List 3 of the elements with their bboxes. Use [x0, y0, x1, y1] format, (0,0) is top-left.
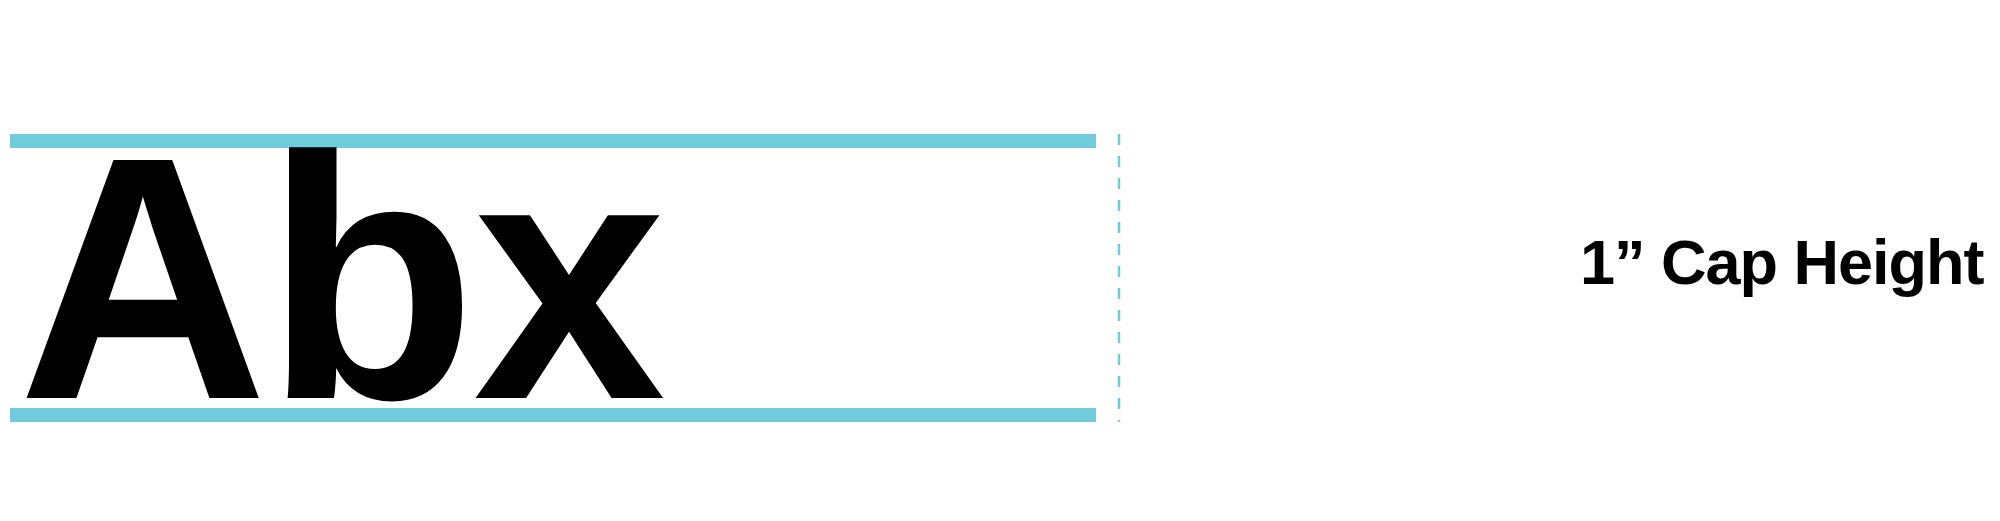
cap-height-label: 1” Cap Height: [1580, 226, 1984, 299]
baseline-bar: [10, 408, 1096, 422]
cap-height-bar: [10, 134, 1096, 148]
